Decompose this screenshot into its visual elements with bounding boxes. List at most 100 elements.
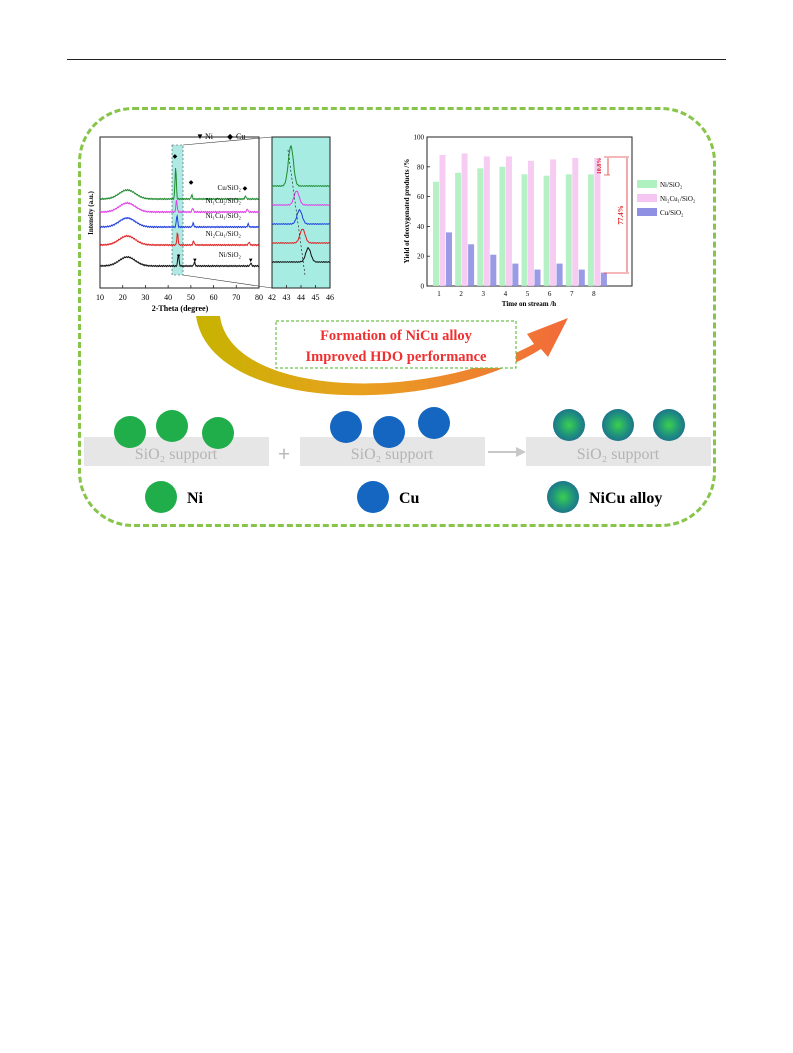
bar [477,168,484,286]
ni-particle [114,416,146,448]
nicu-particle [602,409,634,441]
bar-legend-swatch [637,208,657,216]
bar [528,160,534,286]
xrd-trace-label: Ni₁Cu₂/SiO₂ [206,197,242,205]
bar-xtick-label: 1 [437,290,441,298]
nicu-particle [653,409,685,441]
legend-nicu-swatch [547,481,579,513]
header-rule [67,59,726,60]
xrd-trace [99,254,260,268]
bar [505,156,512,286]
bar-ytick-label: 80 [417,163,425,171]
support-1-label: SiO₂ support [135,446,218,463]
bar [594,157,601,286]
zoom-line-bottom [182,274,273,289]
xrd-trace-labels: Cu/SiO₂ Ni₁Cu₂/SiO₂ Ni₁Cu₁/SiO₂ Ni₂Cu₁/SiO₂… [173,154,254,264]
xrd-trace [99,200,260,214]
xrd-tick-label: 50 [187,293,195,302]
ni-particle [202,417,234,449]
xrd-tick-label: 70 [232,293,240,302]
bar-ytick-label: 60 [417,193,425,201]
xrd-tick-label: 20 [119,293,127,302]
xrd-xlabel: 2-Theta (degree) [152,304,209,313]
xrd-ylabel: Intensity (a.u.) [87,190,95,234]
bar-legend-swatch [637,194,657,202]
xrd-peak-marker: ▼ [192,258,198,264]
support-3 [526,437,711,466]
nicu-particle [553,409,585,441]
legend-cu-text: Cu [399,490,420,507]
bar [572,157,579,286]
bar [461,153,468,286]
bar-marks [433,153,607,287]
xrd-inset-trace [271,228,331,245]
xrd-trace-label: Cu/SiO₂ [218,184,242,192]
xrd-tick-label: 30 [141,293,149,302]
inset-tick-label: 44 [297,293,305,302]
legend-ni-label: Ni [205,132,214,141]
bar-xtick-label: 3 [482,290,486,298]
inset-tick-label: 45 [312,293,320,302]
bar-legend-swatch [637,180,657,188]
banner-box [275,320,517,369]
bar-ytick-label: 40 [417,223,425,231]
bar [512,263,519,286]
legend-cu-label: Cu [236,132,245,141]
bar [455,172,462,286]
bar-xtick-label: 4 [504,290,508,298]
legend-nicu-text: NiCu alloy [589,490,662,507]
support-3-label: SiO₂ support [577,446,660,463]
xrd-inset-trace [271,246,331,264]
bar-ytick-label: 0 [421,283,425,291]
support-1 [84,437,269,466]
bar-ylabel: Yield of deoxygenated products /% [403,159,411,264]
legend-ni-marker: ▼ [196,132,204,141]
xrd-trace-label: Ni₁Cu₁/SiO₂ [206,212,242,220]
bar [587,174,594,287]
banner-line-2: Improved HDO performance [306,349,488,365]
bar [433,181,439,286]
bar [439,154,446,286]
bar [521,174,528,287]
bar-ytick-label: 100 [414,134,425,142]
inset-tick-label: 43 [283,293,291,302]
bar-xtick-label: 6 [548,290,552,298]
legend-ni-swatch [145,481,177,513]
xrd-peak-marker: ▼ [248,258,254,264]
cu-particle [373,416,405,448]
xrd-peak-marker: ▼ [176,254,182,260]
xrd-inset-traces [271,145,331,276]
cu-particle [330,411,362,443]
xrd-tick-label: 60 [210,293,218,302]
xrd-traces [99,168,260,268]
graphical-abstract-frame [78,107,716,527]
xrd-trace-label: Ni₂Cu₁/SiO₂ [206,230,242,238]
bar-legend-label: Ni/SiO₂ [660,181,683,189]
annot-77-4: 77.4% [617,205,625,224]
legend-cu-marker: ◆ [227,132,234,141]
support-2-label: SiO₂ support [351,446,434,463]
xrd-peak-marker: ◆ [189,180,194,186]
plus-sign: + [278,441,291,466]
xrd-inset-trace [271,190,331,207]
legend-ni-text: Ni [187,490,204,507]
bar-xtick-label: 2 [459,290,463,298]
bar-xtick-label: 7 [570,290,574,298]
banner-line-1: Formation of NiCu alloy [320,328,473,344]
inset-tick-label: 42 [268,293,276,302]
bar-xlabel: Time on stream /h [502,300,556,308]
annot-10-8: 10.8% [597,158,603,175]
bar [483,156,490,286]
bar-xtick-label: 5 [526,290,530,298]
bar-ytick-label: 20 [417,253,425,261]
bar [499,166,506,286]
bar [543,175,550,286]
bar [446,232,452,286]
xrd-trace [100,168,260,201]
inset-tick-label: 46 [326,293,334,302]
